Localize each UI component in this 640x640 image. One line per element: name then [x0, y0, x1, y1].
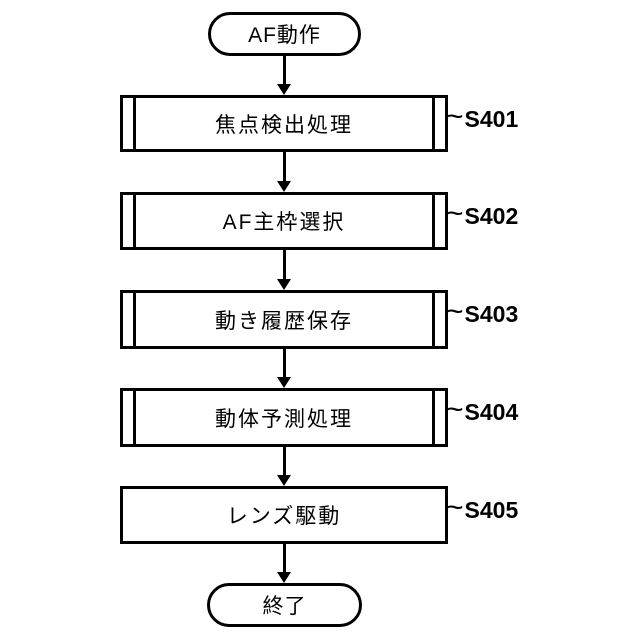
subroutine-bar-left: [133, 98, 136, 149]
subroutine-bar-right: [432, 98, 435, 149]
subroutine-bar-right: [432, 195, 435, 247]
subroutine-bar-left: [133, 195, 136, 247]
tilde-connector: ~: [446, 393, 464, 426]
tilde-connector: ~: [446, 197, 464, 230]
step-box-s404: 動体予測処理: [120, 388, 448, 447]
step-ref-s405: ~ S405: [446, 493, 518, 527]
step-ref-s404: ~ S404: [446, 395, 518, 429]
step-box-s401: 焦点検出処理: [120, 95, 448, 152]
start-node: AF動作: [208, 12, 361, 56]
step-ref-text: S401: [464, 105, 519, 132]
step-ref-text: S405: [464, 496, 519, 523]
subroutine-bar-right: [432, 293, 435, 346]
tilde-connector: ~: [446, 295, 464, 328]
subroutine-bar-left: [133, 293, 136, 346]
step-ref-text: S402: [464, 202, 519, 229]
flow-arrow-line: [283, 349, 286, 377]
start-node-label: AF動作: [248, 24, 321, 47]
tilde-connector: ~: [446, 100, 464, 133]
arrowhead-icon: [277, 84, 291, 95]
flow-arrow-line: [283, 250, 286, 279]
tilde-connector: ~: [446, 491, 464, 524]
step-box-s405: レンズ駆動: [120, 486, 448, 544]
subroutine-bar-left: [133, 391, 136, 444]
step-label: レンズ駆動: [226, 505, 342, 528]
step-label: 動き履歴保存: [215, 309, 353, 333]
step-ref-s401: ~ S401: [446, 102, 518, 136]
flow-arrow-line: [283, 544, 286, 572]
arrowhead-icon: [277, 181, 291, 192]
step-label: 焦点検出処理: [215, 113, 353, 137]
flow-arrow-line: [283, 447, 286, 475]
subroutine-bar-right: [432, 391, 435, 444]
end-node-label: 終了: [262, 595, 307, 618]
step-ref-s402: ~ S402: [446, 199, 518, 233]
step-ref-s403: ~ S403: [446, 297, 518, 331]
flow-arrow-line: [283, 152, 286, 181]
arrowhead-icon: [277, 475, 291, 486]
end-node: 終了: [207, 583, 362, 627]
flow-arrow-line: [283, 56, 286, 84]
step-box-s402: AF主枠選択: [120, 192, 448, 250]
arrowhead-icon: [277, 377, 291, 388]
arrowhead-icon: [277, 572, 291, 583]
arrowhead-icon: [277, 279, 291, 290]
step-label: 動体予測処理: [215, 407, 353, 431]
step-box-s403: 動き履歴保存: [120, 290, 448, 349]
step-label: AF主枠選択: [222, 211, 346, 234]
step-ref-text: S404: [464, 398, 519, 425]
step-ref-text: S403: [464, 300, 519, 327]
